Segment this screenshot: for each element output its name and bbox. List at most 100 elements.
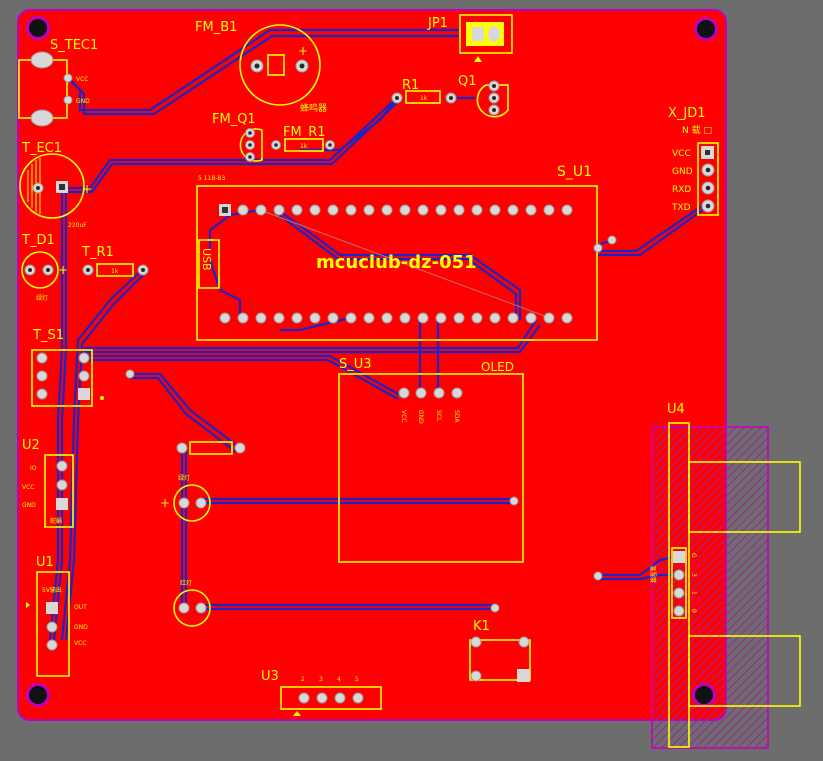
- k1-ref: K1: [473, 619, 490, 634]
- u4-frame: [668, 422, 690, 748]
- q1: Q1: [458, 74, 509, 118]
- t-s1-ref: T_S1: [32, 328, 64, 343]
- s-tec1-pin-label: GND: [76, 98, 90, 105]
- t-d1-note: 绿灯: [36, 294, 48, 302]
- svg-text:VCC: VCC: [22, 484, 34, 491]
- u2-ref: U2: [22, 438, 40, 453]
- x-jd1-pin-label: TXD: [671, 203, 691, 213]
- r1: R1 1k: [391, 78, 457, 104]
- u1-outline: [36, 571, 70, 677]
- u4-lobe-top: [688, 461, 801, 533]
- u1: U1 5V输出 OUT GND VCC: [26, 555, 88, 677]
- x-jd1-pin-label: RXD: [672, 185, 691, 195]
- x-jd1-note: N 载 □: [682, 124, 712, 136]
- svg-text:2: 2: [301, 676, 305, 683]
- s-u1-header-label: 5 11B-B3: [198, 175, 226, 182]
- u2-note: 蛇蜗: [50, 517, 62, 525]
- svg-text:VCC: VCC: [74, 640, 86, 647]
- jp1-outline: [459, 14, 513, 54]
- svg-text:OUT: OUT: [74, 604, 87, 611]
- s-u1-outline: [196, 185, 598, 341]
- s-u1: S_U1 USB mcuclub-dz-051 5 11B-B3: [196, 164, 617, 341]
- s-tec1-pad: [30, 109, 54, 127]
- x-jd1-pin-label: VCC: [672, 149, 691, 159]
- x-jd1-pin-label: GND: [672, 167, 693, 177]
- r1-body: [405, 90, 441, 104]
- svg-text:GND: GND: [22, 502, 36, 509]
- fm-b1-note: 蜂鸣器: [300, 102, 327, 114]
- k1-outline: [469, 639, 531, 681]
- t-r1: T_R1 1k: [81, 245, 149, 277]
- led-green-note: 绿灯: [178, 474, 190, 482]
- svg-text:0: 0: [690, 609, 697, 613]
- svg-text:+: +: [58, 263, 68, 277]
- u4-note: 温湿度: [649, 565, 657, 583]
- s-u3-oled-label: OLED: [481, 360, 514, 374]
- s-tec1: S_TEC1 VCC GND: [18, 38, 98, 127]
- r1-ref: R1: [402, 78, 419, 93]
- t-d1-ref: T_D1: [21, 233, 55, 248]
- s-tec1-ref: S_TEC1: [50, 38, 98, 53]
- s-tec1-pin-vcc: [63, 73, 73, 83]
- s-u3-outline: [338, 373, 524, 563]
- svg-text:5: 5: [355, 676, 359, 683]
- u4-header: [671, 547, 687, 619]
- s-tec1-pin-label: VCC: [76, 76, 88, 83]
- t-d1: T_D1 + 绿灯: [21, 233, 68, 302]
- svg-text:+: +: [82, 182, 92, 196]
- x-jd1-ref: X_JD1: [668, 106, 706, 121]
- led-red-note: 红灯: [180, 579, 192, 587]
- fm-b1-outline: [239, 24, 321, 106]
- board-copper: [17, 9, 727, 721]
- svg-text:+: +: [298, 44, 308, 58]
- svg-text:1k: 1k: [420, 95, 428, 102]
- s-tec1-pad: [30, 51, 54, 69]
- led-green: + 绿灯: [160, 474, 211, 522]
- mounting-holes: [26, 16, 718, 707]
- u3: U3 2 3 4 5: [261, 669, 382, 716]
- fm-q1-outline: [239, 128, 263, 162]
- svg-text:SCL: SCL: [435, 410, 442, 422]
- svg-text:3: 3: [319, 676, 323, 683]
- fm-r1-ref: FM_R1: [283, 125, 326, 140]
- svg-text:1k: 1k: [300, 143, 308, 150]
- svg-text:GND: GND: [417, 410, 424, 424]
- u4-lobe-bottom: [688, 635, 801, 707]
- s-tec1-pin-gnd: [63, 95, 73, 105]
- svg-text:+: +: [160, 496, 170, 510]
- led-resistor: [176, 441, 246, 455]
- u4-ref: U4: [667, 402, 685, 417]
- u1-note: 5V输出: [42, 586, 62, 594]
- t-ec1-value: 220uF: [68, 222, 87, 229]
- svg-text:IO: IO: [30, 465, 37, 472]
- t-s1-outline: [31, 349, 93, 407]
- svg-text:VCC: VCC: [400, 410, 407, 422]
- q1-ref: Q1: [458, 74, 477, 89]
- t-ec1-outline: [19, 153, 85, 219]
- u3-outline: [280, 686, 382, 710]
- fm-q1-ref: FM_Q1: [212, 112, 256, 127]
- t-r1-ref: T_R1: [81, 245, 114, 260]
- svg-text:1k: 1k: [111, 268, 119, 275]
- fm-b1-symbol: [267, 54, 285, 76]
- t-s1: T_S1: [31, 328, 135, 407]
- u2-outline: [44, 454, 74, 528]
- fm-r1-body: [284, 138, 324, 152]
- s-u1-title: mcuclub-dz-051: [316, 252, 477, 273]
- u4: U4 温湿度 G 3 1 0: [593, 402, 801, 748]
- svg-text:4: 4: [337, 676, 341, 683]
- led-red: 红灯: [173, 579, 500, 627]
- u2: U2 IO VCC GND 蛇蜗: [22, 438, 74, 528]
- svg-text:G: G: [690, 553, 697, 558]
- k1: K1: [469, 619, 531, 682]
- u1-ref: U1: [36, 555, 54, 570]
- svg-text:SDA: SDA: [453, 410, 460, 423]
- s-u1-usb-label: USB: [200, 248, 213, 271]
- s-u1-usb-outline: [198, 239, 220, 289]
- u3-ref: U3: [261, 669, 279, 684]
- s-u3: S_U3 OLED VCC GND SCL SDA: [338, 357, 524, 563]
- t-d1-outline: [21, 251, 59, 289]
- t-ec1-ref: T_EC1: [21, 141, 62, 156]
- x-jd1: X_JD1 N 载 □ VCC GND RXD TXD: [668, 106, 719, 216]
- t-r1-body: [96, 263, 134, 277]
